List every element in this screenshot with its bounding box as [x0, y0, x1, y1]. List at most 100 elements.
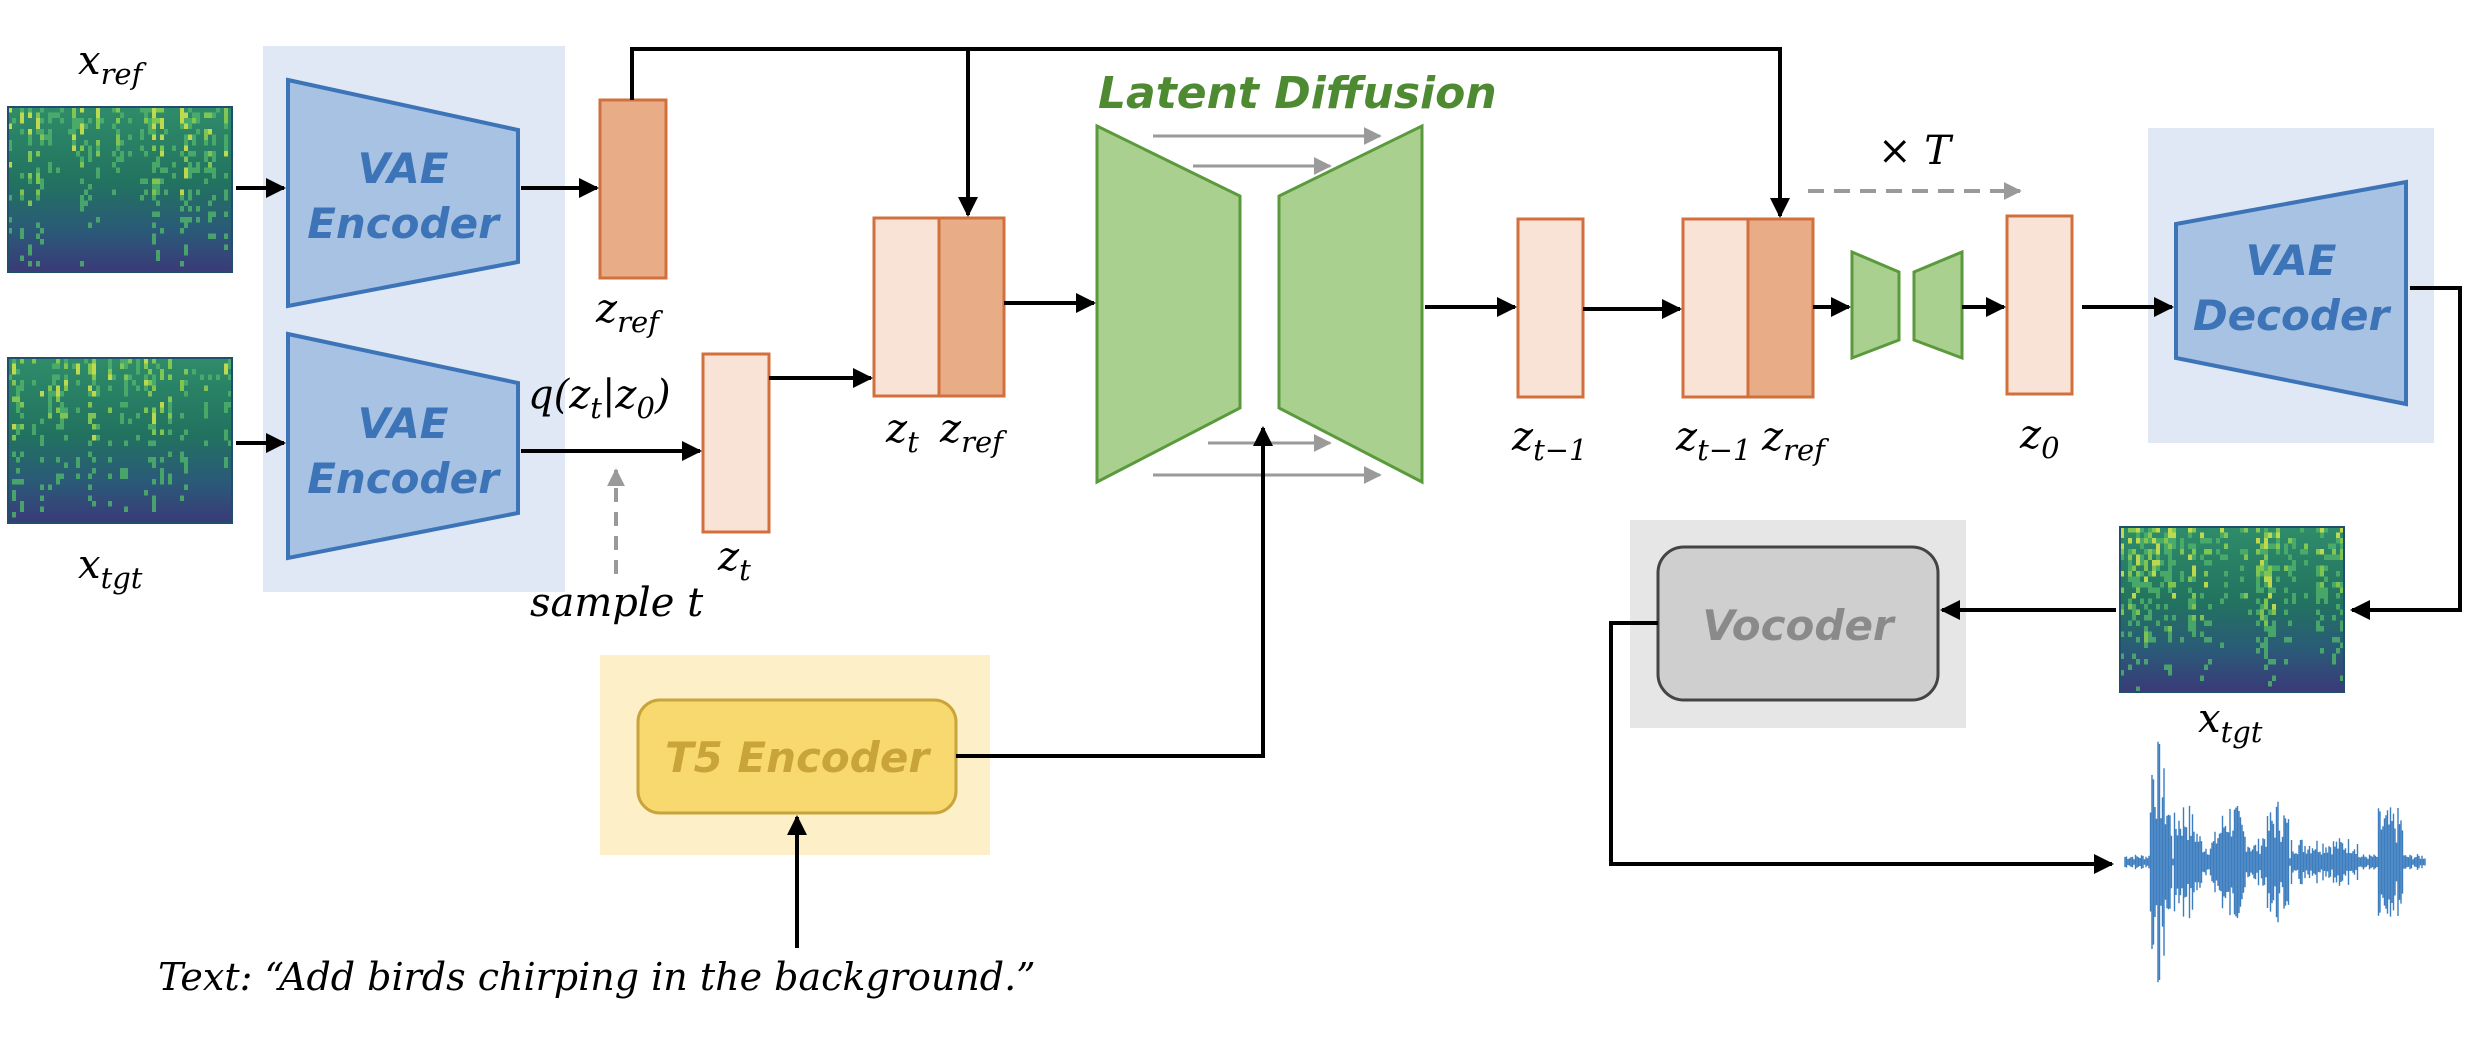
spectrogram-cell: [96, 107, 100, 113]
spectrogram-cell: [2320, 615, 2324, 621]
spectrogram-cell: [2340, 549, 2344, 555]
spectrogram-cell: [80, 162, 84, 168]
spectrogram-cell: [184, 468, 188, 474]
spectrogram-cell: [80, 123, 84, 129]
spectrogram-cell: [60, 407, 64, 413]
spectrogram-border: [7, 106, 233, 273]
spectrogram-cell: [2204, 637, 2208, 643]
spectrogram-cell: [28, 134, 32, 140]
spectrogram-cell: [60, 413, 64, 419]
spectrogram-cell: [2164, 604, 2168, 610]
spectrogram-cell: [2336, 593, 2340, 599]
spectrogram-cell: [2316, 549, 2320, 555]
spectrogram-cell: [2128, 549, 2132, 555]
spectrogram-cell: [140, 178, 144, 184]
spectrogram-cell: [2136, 571, 2140, 577]
spectrogram-cell: [88, 184, 92, 190]
spectrogram-cell: [108, 440, 112, 446]
spectrogram-cell: [208, 162, 212, 168]
spectrogram-cell: [2264, 653, 2268, 659]
spectrogram-cell: [2120, 653, 2124, 659]
spectrogram-cell: [36, 167, 40, 173]
spectrogram-cell: [160, 151, 164, 157]
spectrogram-cell: [2140, 582, 2144, 588]
spectrogram-cell: [108, 501, 112, 507]
spectrogram-cell: [2256, 587, 2260, 593]
spectrogram-cell: [2224, 543, 2228, 549]
spectrogram-cell: [168, 407, 172, 413]
spectrogram-cell: [2168, 549, 2172, 555]
spectrogram-cell: [80, 118, 84, 124]
spectrogram-cell: [2260, 560, 2264, 566]
spectrogram-cell: [84, 123, 88, 129]
z-0-box: [2005, 214, 2074, 396]
spectrogram-cell: [112, 151, 116, 157]
spectrogram-cell: [32, 380, 36, 386]
spectrogram-cell: [188, 134, 192, 140]
spectrogram-cell: [2240, 527, 2244, 533]
spectrogram-cell: [2264, 604, 2268, 610]
spectrogram-cell: [188, 123, 192, 129]
spectrogram-cell: [224, 369, 228, 375]
spectrogram-cell: [2172, 538, 2176, 544]
z-ref-box: [598, 98, 668, 280]
spectrogram-cell: [2264, 532, 2268, 538]
spectrogram-cell: [96, 435, 100, 441]
spectrogram-cell: [184, 462, 188, 468]
spectrogram-cell: [64, 363, 68, 369]
spectrogram-cell: [196, 162, 200, 168]
spectrogram-cell: [168, 479, 172, 485]
spectrogram-cell: [224, 134, 228, 140]
spectrogram-cell: [2264, 554, 2268, 560]
spectrogram-cell: [136, 413, 140, 419]
spectrogram-cell: [2136, 576, 2140, 582]
spectrogram-cell: [160, 429, 164, 435]
spectrogram-cell: [148, 107, 152, 113]
spectrogram-cell: [2192, 593, 2196, 599]
spectrogram-cell: [204, 112, 208, 118]
spectrogram-cell: [156, 200, 160, 206]
vae-decoder-line2: Decoder: [2193, 291, 2392, 340]
spectrogram-cell: [124, 385, 128, 391]
spectrogram-cell: [2260, 571, 2264, 577]
spectrogram-cell: [136, 369, 140, 375]
spectrogram-cell: [2140, 554, 2144, 560]
spectrogram-cell: [152, 118, 156, 124]
spectrogram-cell: [160, 468, 164, 474]
vae-encoder-tgt: VAE Encoder: [286, 331, 520, 561]
spectrogram-cell: [40, 129, 44, 135]
spectrogram-cell: [184, 134, 188, 140]
spectrogram-cell: [48, 112, 52, 118]
spectrogram-cell: [20, 173, 24, 179]
spectrogram-cell: [56, 112, 60, 118]
spectrogram-cell: [2240, 565, 2244, 571]
spectrogram-cell: [2188, 576, 2192, 582]
spectrogram-cell: [2340, 620, 2344, 626]
spectrogram-cell: [2256, 571, 2260, 577]
spectrogram-cell: [44, 134, 48, 140]
spectrogram-cell: [88, 418, 92, 424]
spectrogram-cell: [2264, 664, 2268, 670]
spectrogram-cell: [2132, 576, 2136, 582]
pair-zref-label: zref: [939, 406, 1008, 459]
spectrogram-cell: [184, 156, 188, 162]
spectrogram-cell: [224, 435, 228, 441]
spectrogram-cell: [148, 369, 152, 375]
spectrogram-cell: [2300, 527, 2304, 533]
spectrogram-cell: [2324, 554, 2328, 560]
spectrogram-cell: [132, 380, 136, 386]
spectrogram-cell: [48, 407, 52, 413]
spectrogram-cell: [2264, 565, 2268, 571]
spectrogram-cell: [2332, 549, 2336, 555]
spectrogram-cell: [212, 167, 216, 173]
spectrogram-cell: [2276, 565, 2280, 571]
spectrogram-cell: [108, 369, 112, 375]
spectrogram-cell: [180, 123, 184, 129]
spectrogram-cell: [2340, 538, 2344, 544]
spectrogram-cell: [88, 118, 92, 124]
spectrogram-cell: [2180, 576, 2184, 582]
spectrogram-cell: [80, 145, 84, 151]
spectrogram-cell: [144, 107, 148, 113]
spectrogram-cell: [228, 363, 232, 369]
spectrogram-cell: [2120, 549, 2124, 555]
